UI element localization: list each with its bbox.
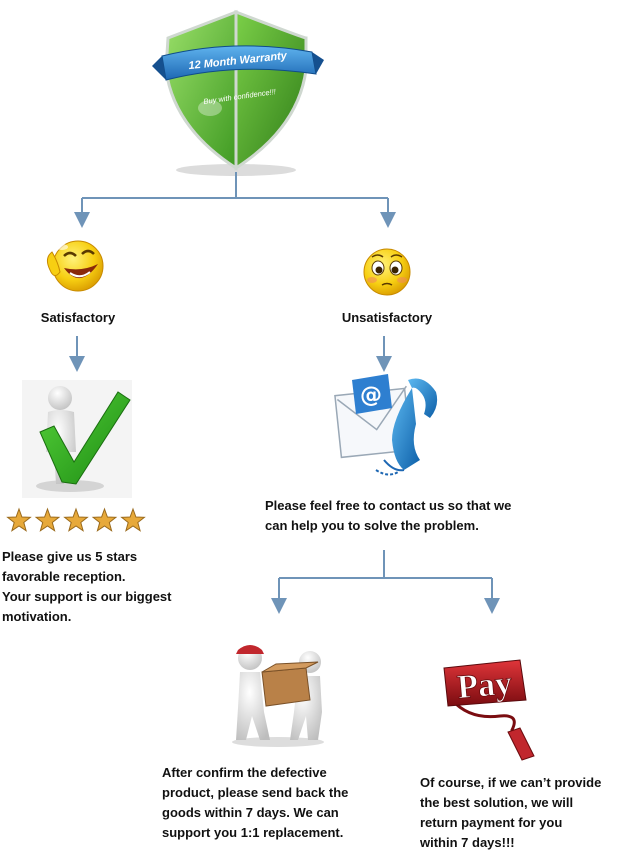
email-phone-icon: @ [334,374,438,476]
pay-sign-text: Pay [456,665,514,707]
svg-text:@: @ [360,383,382,408]
star-icon [120,507,146,532]
contact-message: Please feel free to contact us so that w… [265,496,585,536]
warranty-shield-icon [152,9,324,176]
refund-message-line: the best solution, we will [420,795,574,810]
pay-sign-icon [443,659,535,761]
satisfied-message-line: favorable reception. [2,569,126,584]
star-icon [63,507,89,532]
replacement-message-line: product, please send back the [162,785,349,800]
contact-message-line: Please feel free to contact us so that w… [265,498,512,513]
refund-message-line: Of course, if we can’t provide [420,775,602,790]
star-icon [91,507,118,532]
replacement-message-line: support you 1:1 replacement. [162,825,344,840]
replacement-message: After confirm the defective product, ple… [162,763,392,843]
delivery-figure-icon [232,645,324,747]
star-icon [6,507,32,532]
five-star-rating [6,507,146,532]
star-icon [34,507,61,532]
check-figure-icon [22,380,132,498]
replacement-message-line: After confirm the defective [162,765,327,780]
unsatisfactory-label: Unsatisfactory [342,310,433,325]
connector-lines [69,172,500,614]
refund-message-line: return payment for you [420,815,563,830]
sad-smiley-icon [363,248,411,296]
satisfied-message-line: motivation. [2,609,72,624]
refund-message-line: within 7 days!!! [420,835,515,850]
replacement-message-line: goods within 7 days. We can [162,805,339,820]
satisfied-message-line: Please give us 5 stars [2,549,138,564]
refund-message: Of course, if we can’t provide the best … [420,773,616,853]
satisfied-message-line: Your support is our biggest [2,589,172,604]
satisfactory-label: Satisfactory [41,310,116,325]
contact-message-line: can help you to solve the problem. [265,518,479,533]
satisfied-message: Please give us 5 stars favorable recepti… [2,547,202,627]
laughing-smiley-icon [46,240,104,292]
